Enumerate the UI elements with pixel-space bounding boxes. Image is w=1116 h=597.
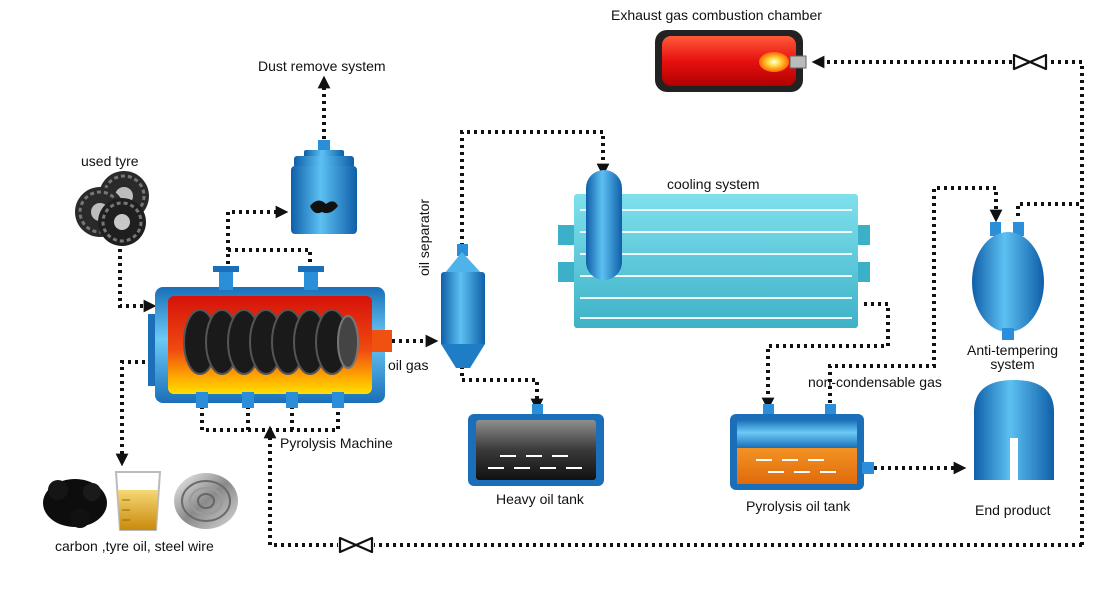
flow-separator-to-heavy-tank <box>460 366 544 412</box>
anti-tempering-label: Anti-tempering system <box>967 342 1059 372</box>
tyre-oil-beaker-icon <box>114 471 162 531</box>
anti-tempering-system <box>972 222 1044 340</box>
flow-anti-to-recycle <box>1016 202 1082 216</box>
flow-bottom-pipes <box>200 406 340 432</box>
exhaust-chamber-label: Exhaust gas combustion chamber <box>611 7 822 23</box>
flow-lines <box>115 55 1084 547</box>
pyrolysis-oil-tank-label: Pyrolysis oil tank <box>746 498 851 514</box>
tyre-stack-icon <box>183 309 359 375</box>
outputs-label: carbon ,tyre oil, steel wire <box>55 538 214 554</box>
end-product-label: End product <box>975 502 1051 518</box>
flow-recycle-to-machine <box>263 425 1082 547</box>
flow-cooling-to-oil-tank <box>761 302 890 411</box>
cooling-system-label: cooling system <box>667 176 760 192</box>
end-product-tank <box>974 380 1054 480</box>
oil-separator-label: oil separator <box>416 198 432 276</box>
heavy-oil-tank <box>468 404 604 486</box>
used-tyre-label: used tyre <box>81 153 139 169</box>
valve-icon[interactable] <box>1012 53 1048 71</box>
exhaust-combustion-chamber <box>655 30 807 92</box>
cooling-system <box>558 170 870 328</box>
flame-icon <box>759 52 789 72</box>
carbon-icon <box>43 479 107 528</box>
flow-machine-to-outputs <box>115 360 152 467</box>
flow-machine-top-return <box>228 248 312 278</box>
flow-machine-to-dust <box>226 205 289 278</box>
valve-icon[interactable] <box>338 536 374 554</box>
pyrolysis-oil-tank <box>730 404 874 490</box>
pyrolysis-machine-label: Pyrolysis Machine <box>280 435 393 451</box>
heavy-oil-tank-label: Heavy oil tank <box>496 491 584 507</box>
dust-remove-label: Dust remove system <box>258 58 386 74</box>
flow-separator-to-cooling <box>460 130 610 246</box>
oil-separator <box>441 244 485 368</box>
flow-tyre-to-machine <box>118 242 157 313</box>
pyrolysis-machine <box>148 266 392 408</box>
used-tyre-icon <box>75 171 149 246</box>
dust-remove-system <box>291 140 357 234</box>
steel-wire-icon <box>174 473 238 529</box>
oil-gas-label: oil gas <box>388 357 429 373</box>
flow-recycle-to-exhaust <box>811 55 1084 545</box>
flow-noncondensable <box>828 186 1003 410</box>
non-condensable-gas-label: non-condensable gas <box>808 374 942 390</box>
